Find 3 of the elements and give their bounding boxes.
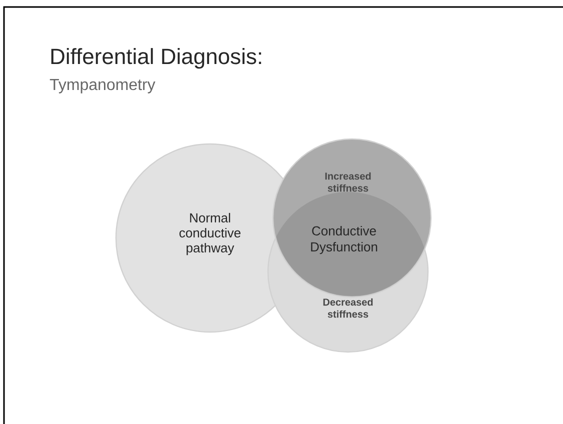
overlap-label: Conductive Dysfunction xyxy=(311,226,378,254)
subtitle: Tympanometry xyxy=(50,79,156,94)
title: Differential Diagnosis: xyxy=(51,48,262,69)
